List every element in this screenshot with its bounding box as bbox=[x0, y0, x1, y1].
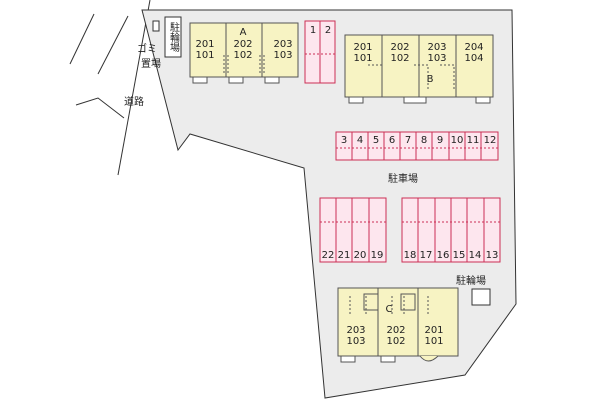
unit-a-202: 202 bbox=[233, 39, 252, 50]
bicycle-parking-left-icon bbox=[152, 20, 160, 32]
unit-c-103: 103 bbox=[346, 336, 365, 347]
building-b-name: B bbox=[427, 74, 434, 85]
parking-number-14: 14 bbox=[469, 250, 482, 261]
bicycle-parking-left-label: 駐輪場 bbox=[168, 21, 180, 53]
parking-number-12: 12 bbox=[484, 135, 497, 146]
parking-number-18: 18 bbox=[404, 250, 417, 261]
unit-a-101: 101 bbox=[195, 50, 214, 61]
unit-b-101: 101 bbox=[353, 53, 372, 64]
unit-b-104: 104 bbox=[464, 53, 483, 64]
building-c-name: C bbox=[386, 304, 393, 315]
bicycle-parking-right-label: 駐輪場 bbox=[456, 274, 486, 287]
parking-number-10: 10 bbox=[451, 135, 464, 146]
parking-number-16: 16 bbox=[437, 250, 450, 261]
parking-number-3: 3 bbox=[341, 135, 347, 146]
parking-space-2 bbox=[319, 20, 336, 84]
road-lines bbox=[69, 0, 151, 176]
parking-number-20: 20 bbox=[354, 250, 367, 261]
unit-a-102: 102 bbox=[233, 50, 252, 61]
bicycle-parking-right-box bbox=[471, 288, 491, 306]
parking-number-17: 17 bbox=[420, 250, 433, 261]
building-c: C 203 103 202 102 201 101 bbox=[337, 287, 459, 363]
unit-c-101: 101 bbox=[424, 336, 443, 347]
unit-c-201: 201 bbox=[424, 325, 443, 336]
parking-number-15: 15 bbox=[453, 250, 466, 261]
parking-middle-row: 3 4 5 6 7 8 9 10 11 12 bbox=[335, 131, 499, 161]
building-b: B 201 101 202 102 203 103 204 104 bbox=[344, 34, 494, 104]
parking-number-21: 21 bbox=[338, 250, 351, 261]
unit-c-102: 102 bbox=[386, 336, 405, 347]
unit-b-202: 202 bbox=[390, 42, 409, 53]
parking-number-4: 4 bbox=[357, 135, 363, 146]
unit-c-202: 202 bbox=[386, 325, 405, 336]
parking-number-22: 22 bbox=[322, 250, 335, 261]
parking-top-pair: 1 2 bbox=[304, 20, 336, 84]
unit-a-203: 203 bbox=[273, 39, 292, 50]
parking-number-9: 9 bbox=[437, 135, 443, 146]
parking-number-5: 5 bbox=[373, 135, 379, 146]
parking-area-label: 駐車場 bbox=[388, 172, 418, 185]
road-label: 道路 bbox=[124, 95, 144, 108]
parking-number-11: 11 bbox=[467, 135, 480, 146]
building-a: A 201 101 202 102 203 103 bbox=[189, 22, 299, 84]
unit-a-103: 103 bbox=[273, 50, 292, 61]
parking-number-6: 6 bbox=[389, 135, 395, 146]
bicycle-parking-left-box bbox=[164, 16, 182, 58]
parking-number-1: 1 bbox=[310, 25, 316, 36]
unit-b-102: 102 bbox=[390, 53, 409, 64]
garbage-label-line2: 置場 bbox=[141, 57, 161, 70]
unit-b-103: 103 bbox=[427, 53, 446, 64]
parking-lower-left: 22 21 20 19 bbox=[319, 197, 387, 263]
unit-b-203: 203 bbox=[427, 42, 446, 53]
parking-number-19: 19 bbox=[371, 250, 384, 261]
parking-lower-right: 18 17 16 15 14 13 bbox=[401, 197, 501, 263]
garbage-label-line1: ゴミ bbox=[137, 42, 157, 55]
unit-b-204: 204 bbox=[464, 42, 483, 53]
unit-b-201: 201 bbox=[353, 42, 372, 53]
parking-row-middle-box bbox=[335, 131, 499, 161]
parking-number-13: 13 bbox=[486, 250, 499, 261]
unit-a-201: 201 bbox=[195, 39, 214, 50]
building-a-name: A bbox=[240, 27, 247, 38]
parking-number-8: 8 bbox=[421, 135, 427, 146]
unit-c-203: 203 bbox=[346, 325, 365, 336]
parking-number-7: 7 bbox=[405, 135, 411, 146]
parking-number-2: 2 bbox=[325, 25, 331, 36]
